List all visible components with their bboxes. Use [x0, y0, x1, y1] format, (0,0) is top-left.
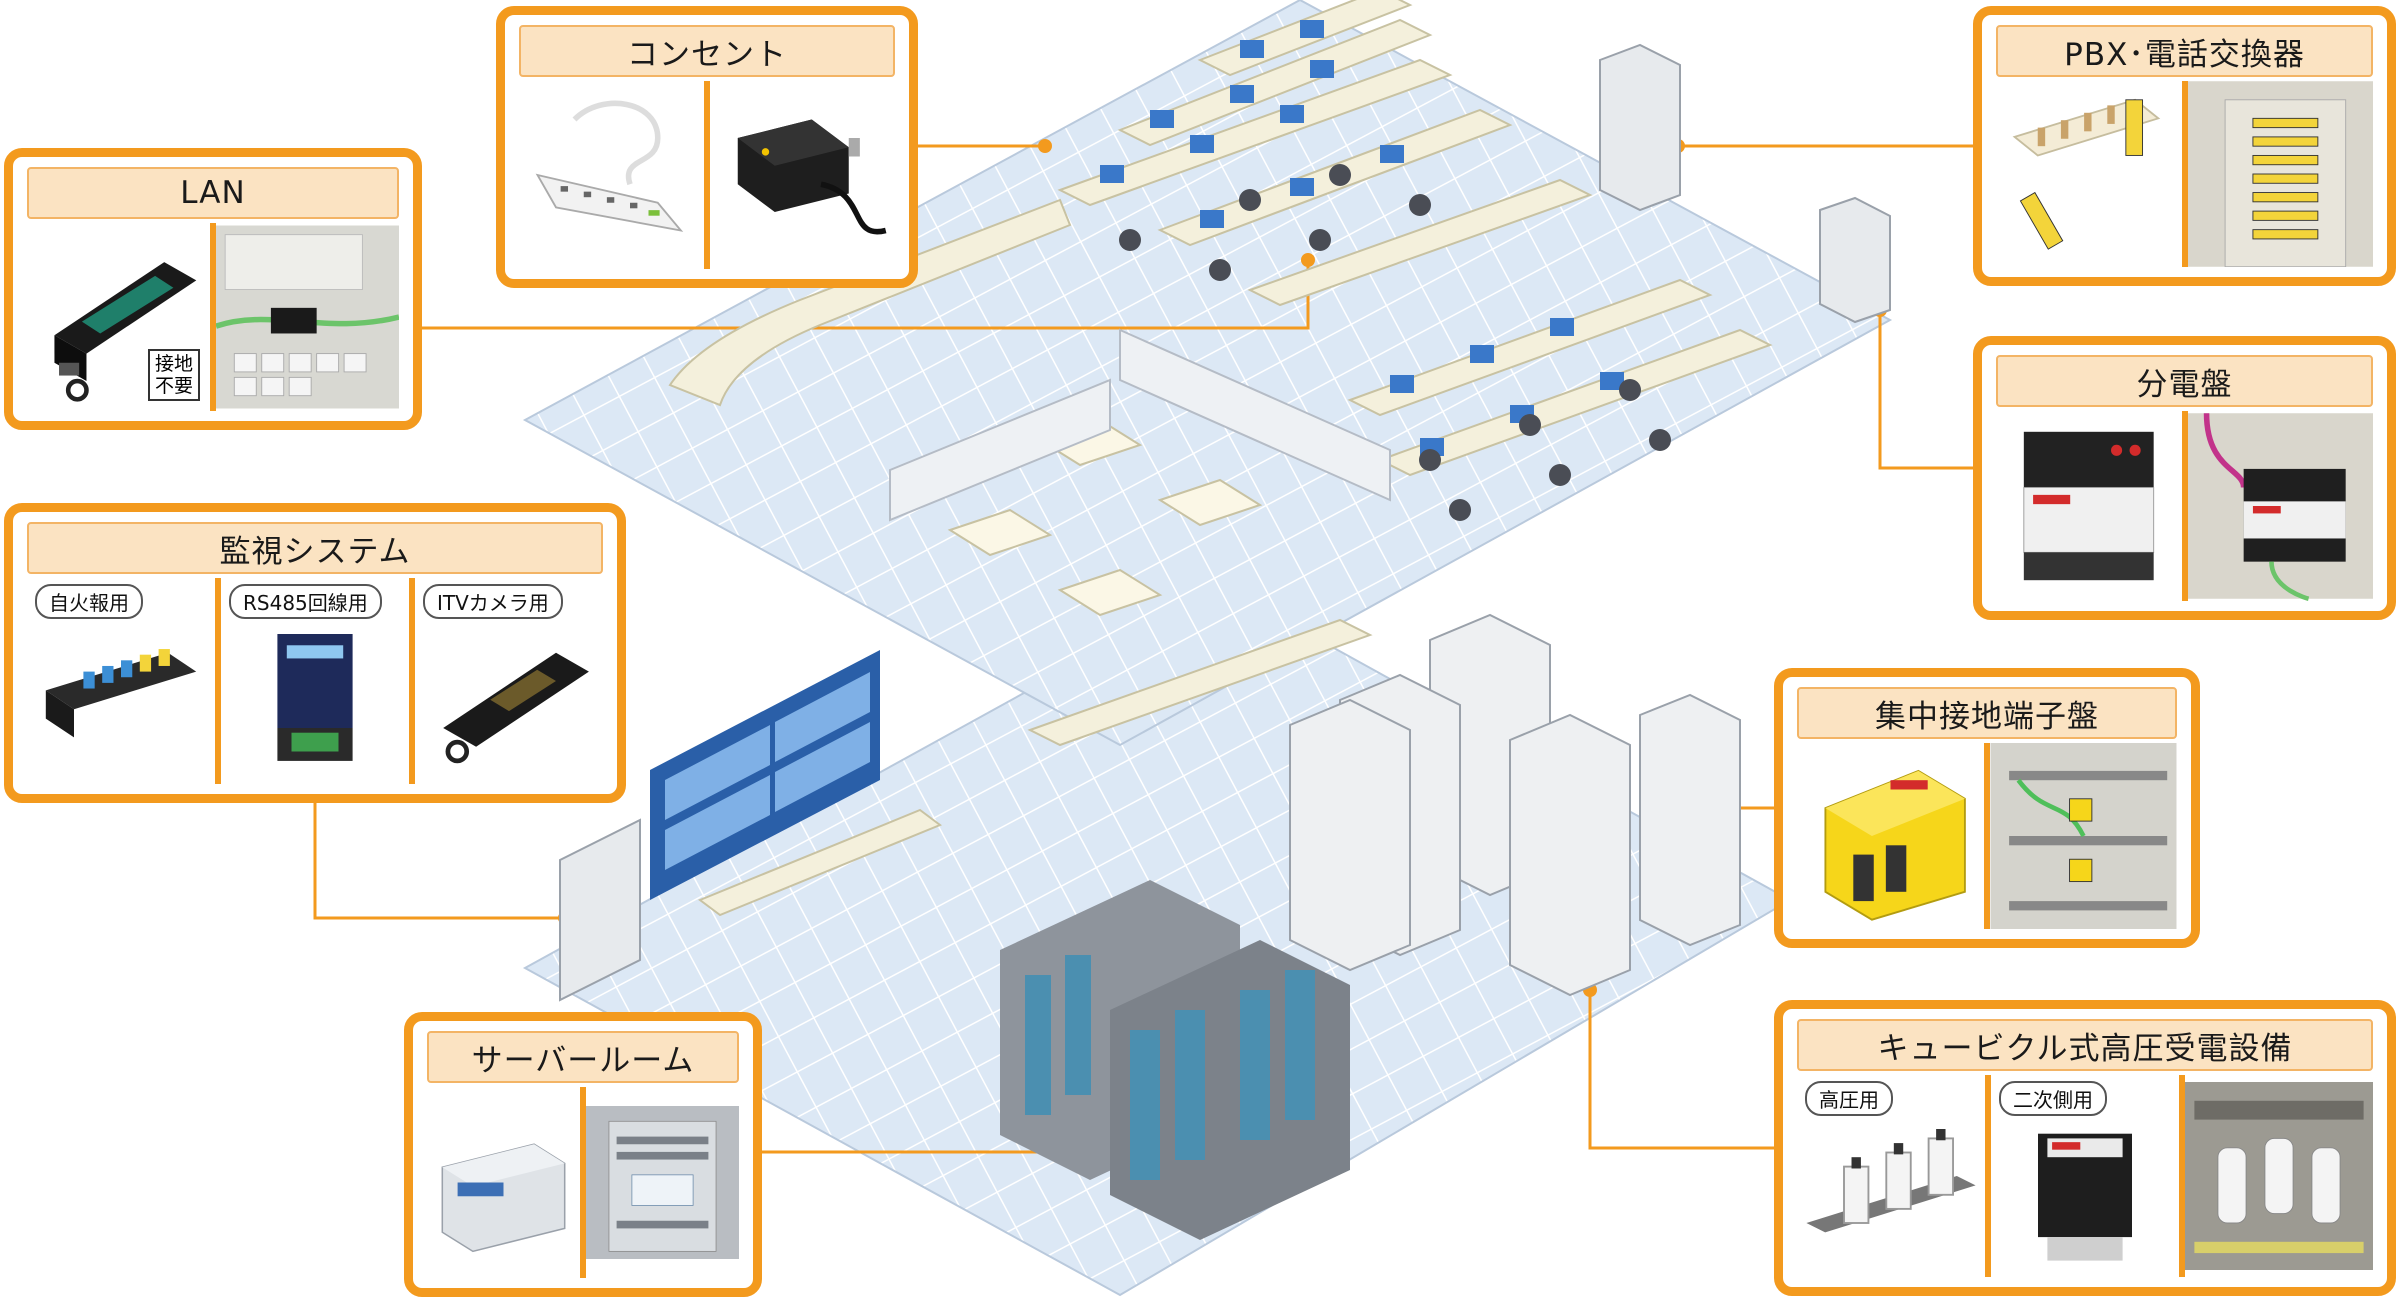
transformer-photo	[427, 1087, 580, 1278]
upper-cabinets	[1599, 43, 1891, 324]
lan-protector-photo: 接地 不要	[27, 223, 210, 411]
power-strip-photo	[519, 81, 704, 269]
surge-protector-icon	[1824, 769, 1966, 921]
callout-server: サーバールーム	[404, 1012, 762, 1297]
callout-title: 集中接地端子盤	[1797, 687, 2177, 739]
server-racks	[1000, 880, 1350, 1240]
callout-title: PBX･電話交換器	[1996, 25, 2373, 77]
terminal-block-icon	[45, 649, 197, 738]
badge-no-grounding: 接地 不要	[148, 349, 200, 401]
callout-title: コンセント	[519, 25, 895, 77]
lightning-arrester-icon	[1806, 1129, 1976, 1233]
surge-protector-icon	[277, 634, 353, 761]
grounding-protector-photo	[1797, 743, 1984, 929]
callout-title: サーバールーム	[427, 1031, 739, 1083]
monitoring-wall	[559, 650, 880, 1002]
power-adapter-photo	[704, 81, 895, 269]
callout-title: 分電盤	[1996, 355, 2373, 407]
cubicle-interior-icon	[2185, 1082, 2373, 1270]
callout-title: LAN	[27, 167, 399, 219]
grounding-panel-photo	[1984, 743, 2177, 929]
cubicle-photo	[2179, 1075, 2373, 1277]
electrical-cabinets	[1289, 613, 1741, 997]
lan-protector-icon	[54, 262, 197, 402]
lower-desks	[697, 618, 1373, 917]
server-rack-icon	[586, 1106, 739, 1259]
grounding-busbar-icon	[1990, 743, 2177, 929]
tag-secondary-side: 二次側用	[1999, 1081, 2107, 1116]
power-strip-icon	[535, 100, 684, 232]
upper-desks	[668, 0, 1891, 617]
tag-rs485: RS485回線用	[229, 584, 382, 619]
callout-pbx: PBX･電話交換器	[1973, 6, 2396, 286]
fire-alarm-protector-photo: 自火報用	[27, 578, 215, 784]
high-voltage-arrester-photo: 高圧用	[1797, 1075, 1985, 1277]
surge-protector-icon	[2038, 1133, 2132, 1261]
breaker-installed-photo	[2181, 411, 2373, 601]
callout-lan: LAN 接地 不要	[4, 148, 422, 430]
transformer-icon	[441, 1143, 566, 1253]
callout-bunden: 分電盤	[1973, 336, 2396, 620]
surge-protector-icon	[2187, 413, 2373, 601]
pbx-protector-photo	[1996, 81, 2182, 267]
rs485-protector-photo: RS485回線用	[215, 578, 409, 784]
callout-title: 監視システム	[27, 522, 603, 574]
keyboard-icon	[216, 225, 399, 409]
tag-itv-camera: ITVカメラ用	[423, 584, 563, 619]
lan-protector-icon	[443, 652, 589, 764]
itv-camera-protector-photo: ITVカメラ用	[409, 578, 603, 784]
terminal-block-icon	[2012, 98, 2161, 250]
tag-high-voltage: 高圧用	[1805, 1081, 1893, 1116]
callout-cubicle: キュービクル式高圧受電設備 高圧用 二次側用	[1774, 1000, 2396, 1296]
tag-fire-alarm: 自火報用	[35, 584, 143, 619]
callout-kanshi: 監視システム 自火報用 RS485回線用 ITVカメラ用	[4, 503, 626, 803]
breaker-icon	[2023, 431, 2155, 581]
callout-concentric: コンセント	[496, 6, 918, 288]
callout-title: キュービクル式高圧受電設備	[1797, 1019, 2373, 1071]
secondary-side-protector-photo: 二次側用	[1985, 1075, 2179, 1277]
lan-installed-photo	[210, 223, 399, 411]
pbx-cabinet-photo	[2181, 81, 2373, 267]
breaker-photo	[1996, 411, 2182, 601]
callout-shuchu: 集中接地端子盤	[1774, 668, 2200, 948]
server-room-photo	[580, 1087, 739, 1278]
pbx-cabinet-icon	[2187, 81, 2373, 267]
power-adapter-icon	[737, 119, 887, 235]
